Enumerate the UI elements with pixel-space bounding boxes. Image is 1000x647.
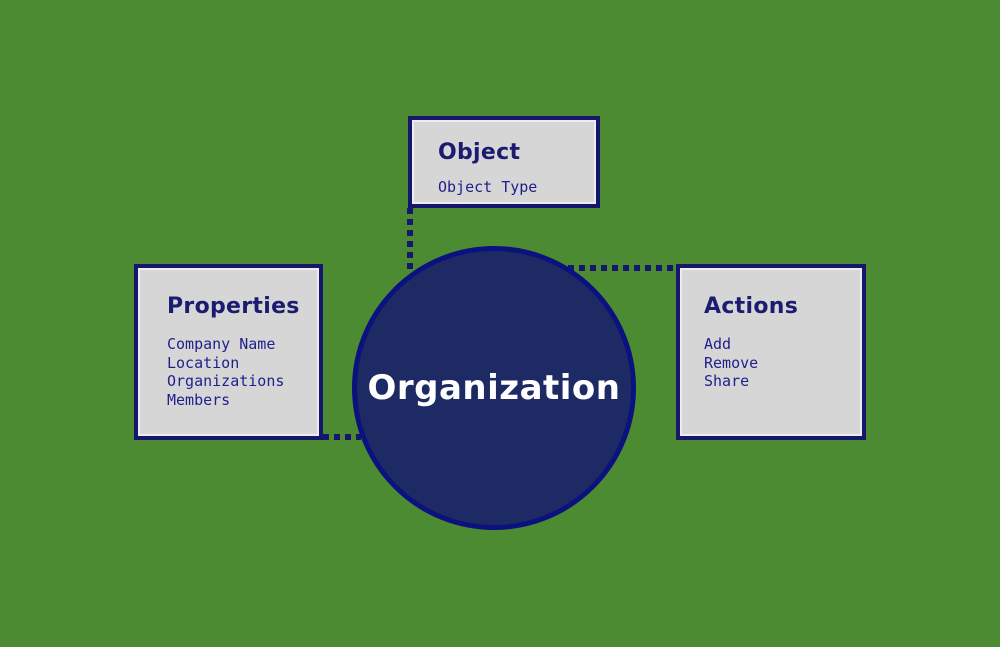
properties-box-title: Properties [167, 294, 300, 319]
properties-box-item: Location [167, 353, 240, 372]
organization-circle: Organization [352, 246, 636, 530]
object-box-item: Object Type [438, 178, 538, 196]
actions-box-title: Actions [704, 294, 799, 319]
actions-box-list: Add Remove Share [704, 335, 862, 391]
properties-box-item: Company Name [167, 335, 276, 353]
connector-circle-to-actions [568, 265, 676, 271]
connector-properties-to-circle [323, 434, 361, 440]
actions-box-item: Remove [704, 353, 759, 372]
object-box: Object Object Type [408, 116, 600, 208]
organization-label: Organization [367, 368, 621, 408]
properties-box-list: Company Name Location Organizations Memb… [167, 335, 319, 409]
properties-box: Properties Company Name Location Organiz… [134, 264, 323, 440]
actions-box-item: Share [704, 372, 750, 390]
properties-box-item: Members [167, 390, 231, 409]
properties-box-item: Organizations [167, 372, 285, 390]
connector-object-to-circle [407, 208, 413, 274]
actions-box-item: Add [704, 335, 732, 353]
object-box-title: Object [438, 140, 521, 165]
actions-box: Actions Add Remove Share [676, 264, 866, 440]
object-box-list: Object Type [438, 178, 596, 197]
